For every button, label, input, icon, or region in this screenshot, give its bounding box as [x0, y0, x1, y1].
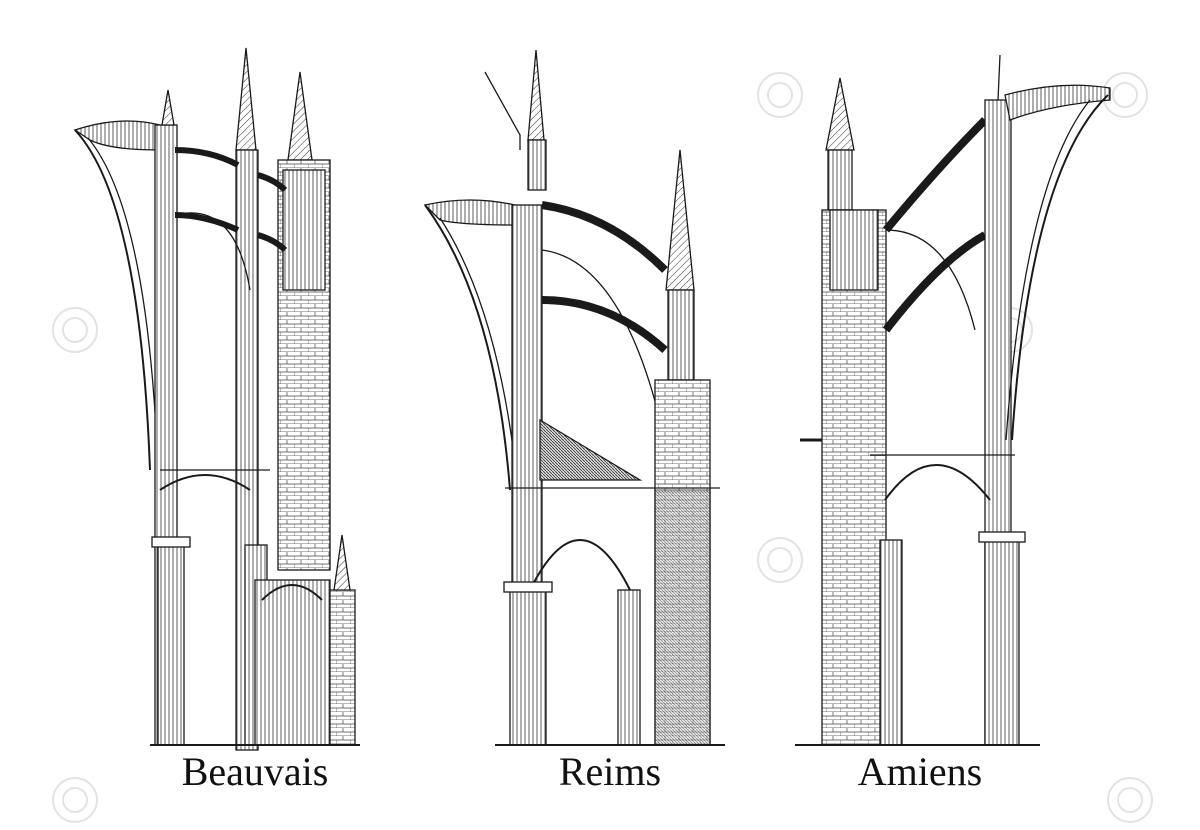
- amiens-section: [795, 54, 1111, 746]
- beauvais-outer-aisle: [254, 579, 331, 746]
- reims-spire-top: [527, 49, 545, 141]
- beauvais-column-1: [157, 544, 185, 746]
- amiens-flyer-lower: [882, 231, 987, 333]
- amiens-outer-tower: [821, 209, 887, 746]
- beauvais-pinnacle-1: [161, 89, 175, 126]
- reims-column-1: [509, 589, 547, 746]
- caption-beauvais: Beauvais: [181, 749, 329, 794]
- beauvais-flyer-1: [174, 147, 240, 168]
- beauvais-pinnacle-3: [287, 71, 313, 161]
- beauvais-section: [73, 47, 360, 751]
- amiens-flyer-upper: [882, 117, 988, 233]
- amiens-column-1: [879, 539, 903, 746]
- beauvais-pinnacle-2: [235, 47, 257, 151]
- reims-aisle-arch: [529, 539, 631, 591]
- reims-section: [423, 49, 725, 746]
- amiens-pinnacle: [825, 77, 855, 151]
- reims-column-2: [617, 589, 641, 746]
- beauvais-aisle-arch: [159, 474, 251, 491]
- reims-vault: [423, 199, 516, 226]
- amiens-column-2: [984, 539, 1020, 746]
- beauvais-flyer-2: [257, 172, 288, 193]
- caption-reims: Reims: [558, 749, 662, 794]
- reims-flyer-lower: [541, 296, 668, 353]
- amiens-aisle-arch: [884, 464, 991, 501]
- reims-aisle-roof: [539, 418, 643, 481]
- amiens-vault: [1004, 84, 1111, 121]
- caption-amiens: Amiens: [857, 749, 983, 794]
- reims-pinnacle: [665, 149, 695, 291]
- beauvais-outer-buttress: [329, 589, 356, 746]
- reims-flyer-upper: [541, 201, 668, 273]
